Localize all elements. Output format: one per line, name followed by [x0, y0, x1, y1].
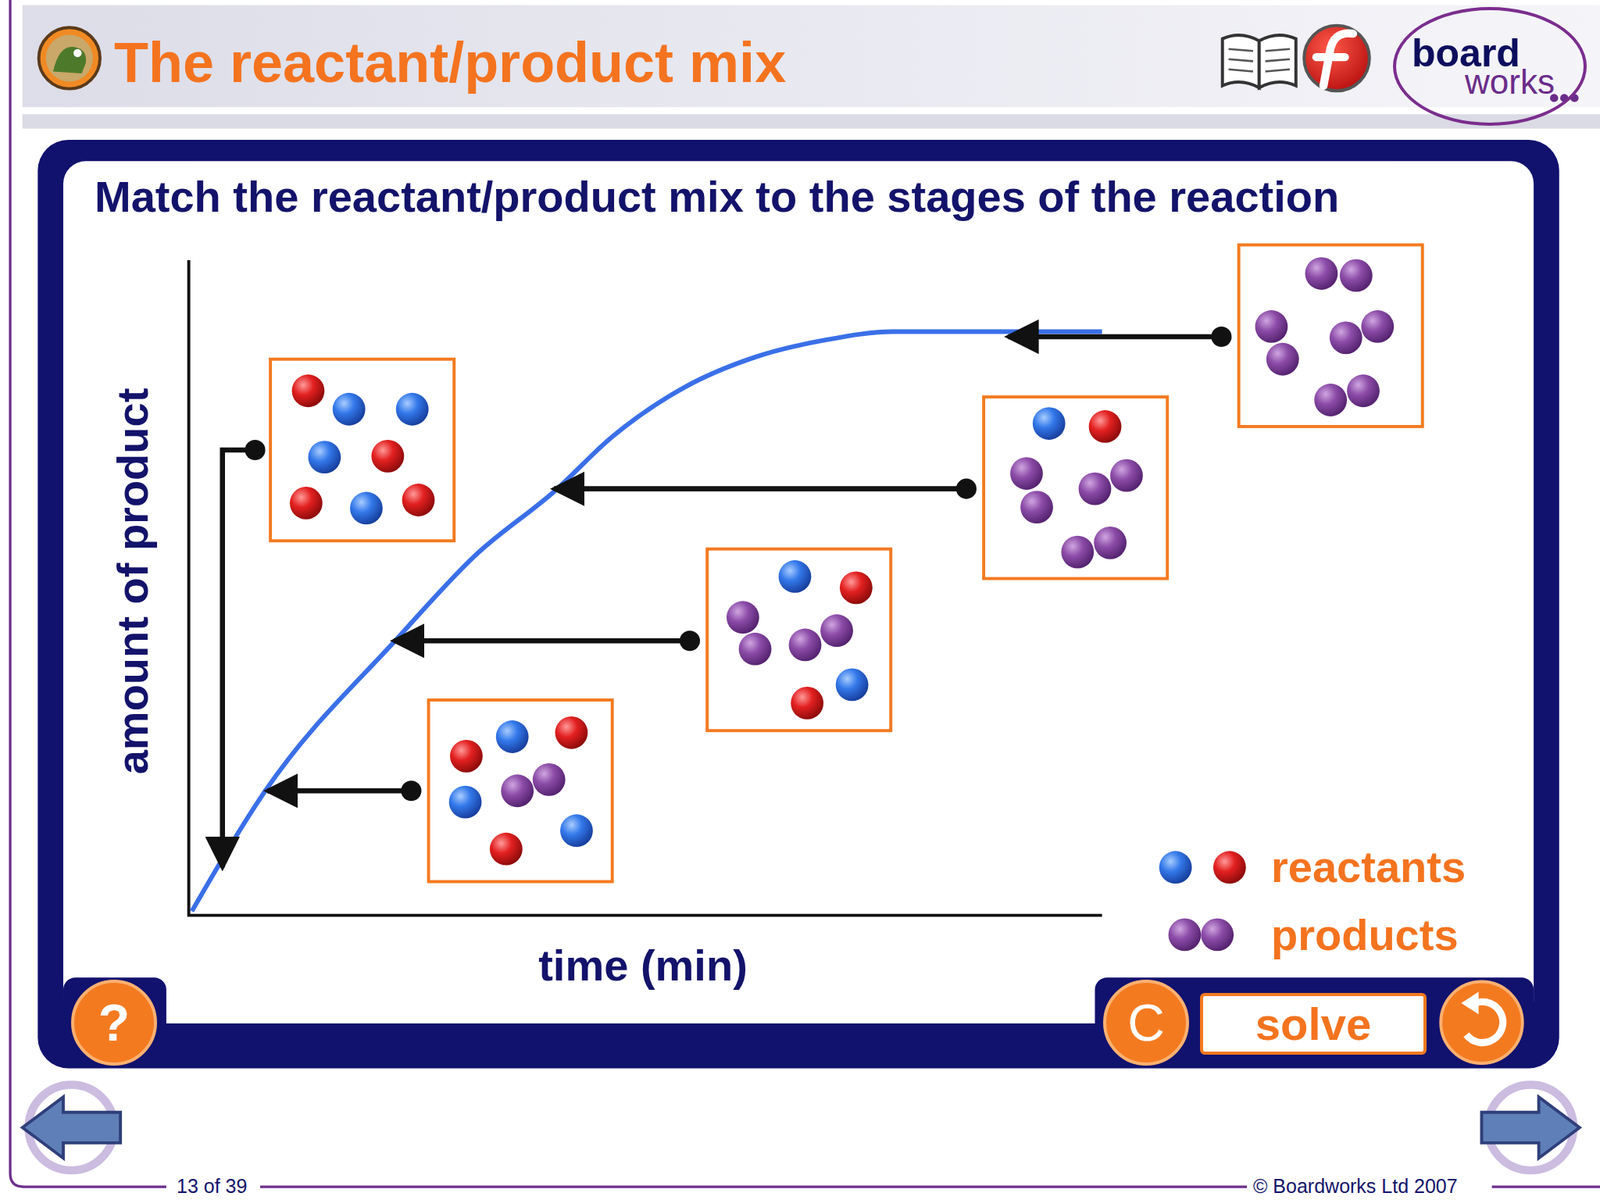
reactant-atom	[402, 483, 436, 517]
legend-text: products	[1271, 913, 1459, 958]
copyright-note: © Boardworks Ltd 2007	[1253, 1176, 1458, 1197]
reactant-atom	[1089, 410, 1122, 443]
box-outline	[1239, 244, 1423, 426]
slide-title: The reactant/product mix	[114, 34, 786, 91]
product-atom	[726, 600, 760, 634]
particle-box	[428, 700, 613, 882]
arrow-dot	[400, 780, 422, 801]
logo-ellipse: boardworks	[1392, 7, 1587, 126]
product-atom	[820, 614, 854, 647]
legend-samples	[1159, 850, 1247, 951]
product-curve	[192, 331, 1103, 911]
reactant-atom	[839, 571, 873, 604]
product-atom	[1339, 259, 1373, 293]
reactant-atom	[289, 486, 323, 520]
reactant-atom	[292, 374, 325, 408]
header-bar	[22, 114, 1600, 129]
activity-panel	[37, 139, 1559, 1069]
reset-button	[1440, 981, 1522, 1063]
product-atom	[1255, 310, 1289, 343]
product-atom	[1266, 342, 1300, 376]
legend-text: reactants	[1271, 845, 1466, 890]
pointer-arrows	[222, 326, 1233, 868]
reactant-atom	[790, 686, 824, 720]
reactant-sample	[1213, 850, 1247, 884]
node-text: solve	[1255, 1001, 1372, 1047]
topic-icon	[39, 27, 100, 89]
product-sample	[1168, 918, 1202, 952]
help-button: ?	[71, 979, 158, 1066]
pointer-arrow	[222, 450, 256, 868]
reactant-atom	[560, 814, 593, 847]
product-atom	[532, 763, 566, 797]
page-number: 13 of 39	[176, 1176, 247, 1197]
product-atom	[500, 774, 534, 808]
reactant-atom	[450, 739, 483, 773]
product-sample	[1200, 918, 1234, 952]
particle-box	[983, 396, 1168, 579]
arrow-dot	[244, 439, 265, 461]
node-text: works	[1464, 64, 1555, 100]
product-atom	[1010, 457, 1043, 490]
product-atom	[789, 628, 822, 662]
header-band	[22, 5, 1600, 108]
pointer-arrow	[553, 485, 967, 492]
product-atom	[1305, 257, 1339, 290]
reactant-atom	[449, 785, 483, 819]
reactant-atom	[489, 832, 523, 866]
particle-box	[707, 549, 891, 731]
solve-button: solve	[1200, 992, 1427, 1055]
reactant-atom	[350, 492, 383, 525]
product-atom	[1314, 383, 1347, 417]
reactant-atom	[835, 668, 869, 702]
reactant-atom	[332, 392, 366, 426]
product-atom	[1093, 526, 1127, 560]
arrow-dot	[679, 630, 700, 651]
particle-box	[270, 359, 454, 541]
box-outline	[428, 700, 613, 882]
reactant-atom	[1032, 407, 1066, 440]
box-outline	[270, 359, 454, 541]
pointer-arrow	[1007, 334, 1222, 340]
node-text: ?	[98, 996, 130, 1049]
pointer-arrow	[393, 638, 690, 644]
reactant-atom	[396, 392, 429, 426]
product-atom	[739, 632, 772, 666]
back-arrow	[22, 1084, 121, 1171]
activity-area	[63, 160, 1534, 1024]
node-text: C	[1127, 996, 1165, 1049]
box-outline	[983, 396, 1168, 579]
clear-button: C	[1103, 979, 1190, 1066]
axis-label: amount of product	[110, 388, 155, 775]
arrow-dot	[1210, 326, 1232, 347]
book-icon	[1222, 35, 1297, 88]
product-atom	[1078, 472, 1112, 506]
arrow-dot	[956, 478, 977, 500]
product-atom	[1110, 459, 1143, 493]
product-atom	[1020, 490, 1054, 524]
reactant-atom	[307, 440, 341, 474]
reactant-atom	[555, 716, 589, 750]
graph-axes	[189, 260, 1103, 916]
reactant-atom	[371, 439, 404, 473]
forward-arrow	[1481, 1084, 1579, 1171]
reactant-atom	[778, 560, 812, 593]
product-atom	[1060, 535, 1094, 569]
product-atom	[1329, 321, 1363, 354]
activity-heading: Match the reactant/product mix to the st…	[94, 175, 1340, 219]
product-atom	[1360, 310, 1394, 343]
particle-box	[1239, 244, 1423, 426]
axis-label: time (min)	[538, 943, 748, 988]
pointer-arrow	[267, 788, 411, 794]
flash-icon	[1303, 25, 1370, 92]
product-atom	[1346, 374, 1380, 408]
reactant-sample	[1159, 850, 1193, 884]
reactant-atom	[496, 720, 529, 754]
box-outline	[707, 549, 891, 731]
